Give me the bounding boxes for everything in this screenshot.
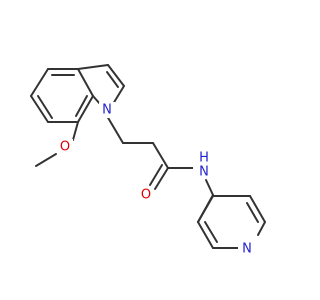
indole-benzene-ring: [30, 68, 94, 123]
propanamide-chain: [106, 115, 214, 223]
indole-pyrrole-ring: [77, 64, 125, 105]
atom-carbonyl-oxygen: O: [138, 187, 154, 203]
bond: [249, 195, 266, 223]
bond: [35, 153, 57, 167]
methoxy-group: [35, 121, 79, 167]
carbonyl-double-bond: [149, 164, 163, 186]
atom-amide-nitrogen: H N: [193, 151, 215, 180]
double-bond-inner: [204, 221, 218, 243]
atom-methoxy-oxygen: O: [57, 139, 73, 155]
pyridine-ring: [197, 195, 266, 249]
double-bond-inner: [246, 202, 259, 223]
carbonyl-oxygen-label: O: [141, 188, 151, 203]
molecule-structure-diagram: N O O H N N: [30, 64, 266, 258]
indole-nitrogen-label: N: [102, 103, 112, 118]
bond: [197, 221, 214, 249]
bond: [107, 64, 125, 87]
bond: [30, 68, 49, 97]
atom-pyridine-nitrogen: N: [238, 240, 256, 258]
double-bond-inner: [37, 95, 53, 119]
bond: [77, 64, 109, 70]
carbonyl-double-bond: [154, 167, 169, 190]
amide-nitrogen-label: N: [199, 165, 209, 180]
bond: [77, 68, 94, 97]
bond: [77, 95, 94, 123]
methoxy-oxygen-label: O: [60, 140, 70, 155]
bond: [112, 85, 125, 105]
bond: [205, 179, 214, 196]
amide-hydrogen-label: H: [199, 151, 209, 166]
bond: [92, 95, 101, 105]
bond: [30, 95, 49, 123]
bond: [257, 221, 266, 236]
pyridine-nitrogen-label: N: [242, 242, 252, 257]
double-bond-inner: [75, 95, 88, 117]
bond: [106, 115, 124, 144]
double-bond-inner: [106, 71, 119, 88]
bond: [152, 142, 169, 169]
bond: [197, 195, 214, 223]
bond: [72, 121, 79, 141]
atom-indole-nitrogen: N: [99, 102, 115, 118]
